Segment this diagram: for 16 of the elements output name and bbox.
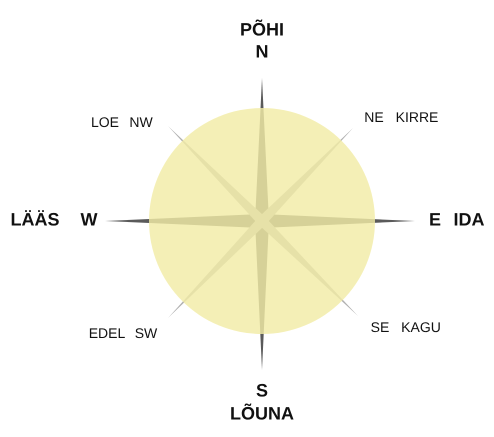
- direction-label: SW: [134, 325, 158, 341]
- direction-label: E: [429, 210, 441, 230]
- direction-label: KAGU: [401, 319, 441, 335]
- direction-label: SE: [370, 319, 390, 335]
- direction-label: S: [256, 380, 268, 402]
- direction-label: LOE: [91, 114, 119, 130]
- direction-label: NE: [364, 109, 384, 125]
- direction-label: LÄÄS: [10, 210, 60, 230]
- direction-label: PÕHI: [240, 20, 284, 40]
- direction-label: LÕUNA: [230, 404, 294, 424]
- direction-label: N: [256, 42, 268, 62]
- direction-label: EDEL: [88, 325, 126, 341]
- direction-label: KIRRE: [396, 109, 438, 125]
- direction-label: NW: [129, 114, 153, 130]
- direction-label: W: [80, 210, 98, 230]
- direction-label: IDA: [454, 210, 484, 230]
